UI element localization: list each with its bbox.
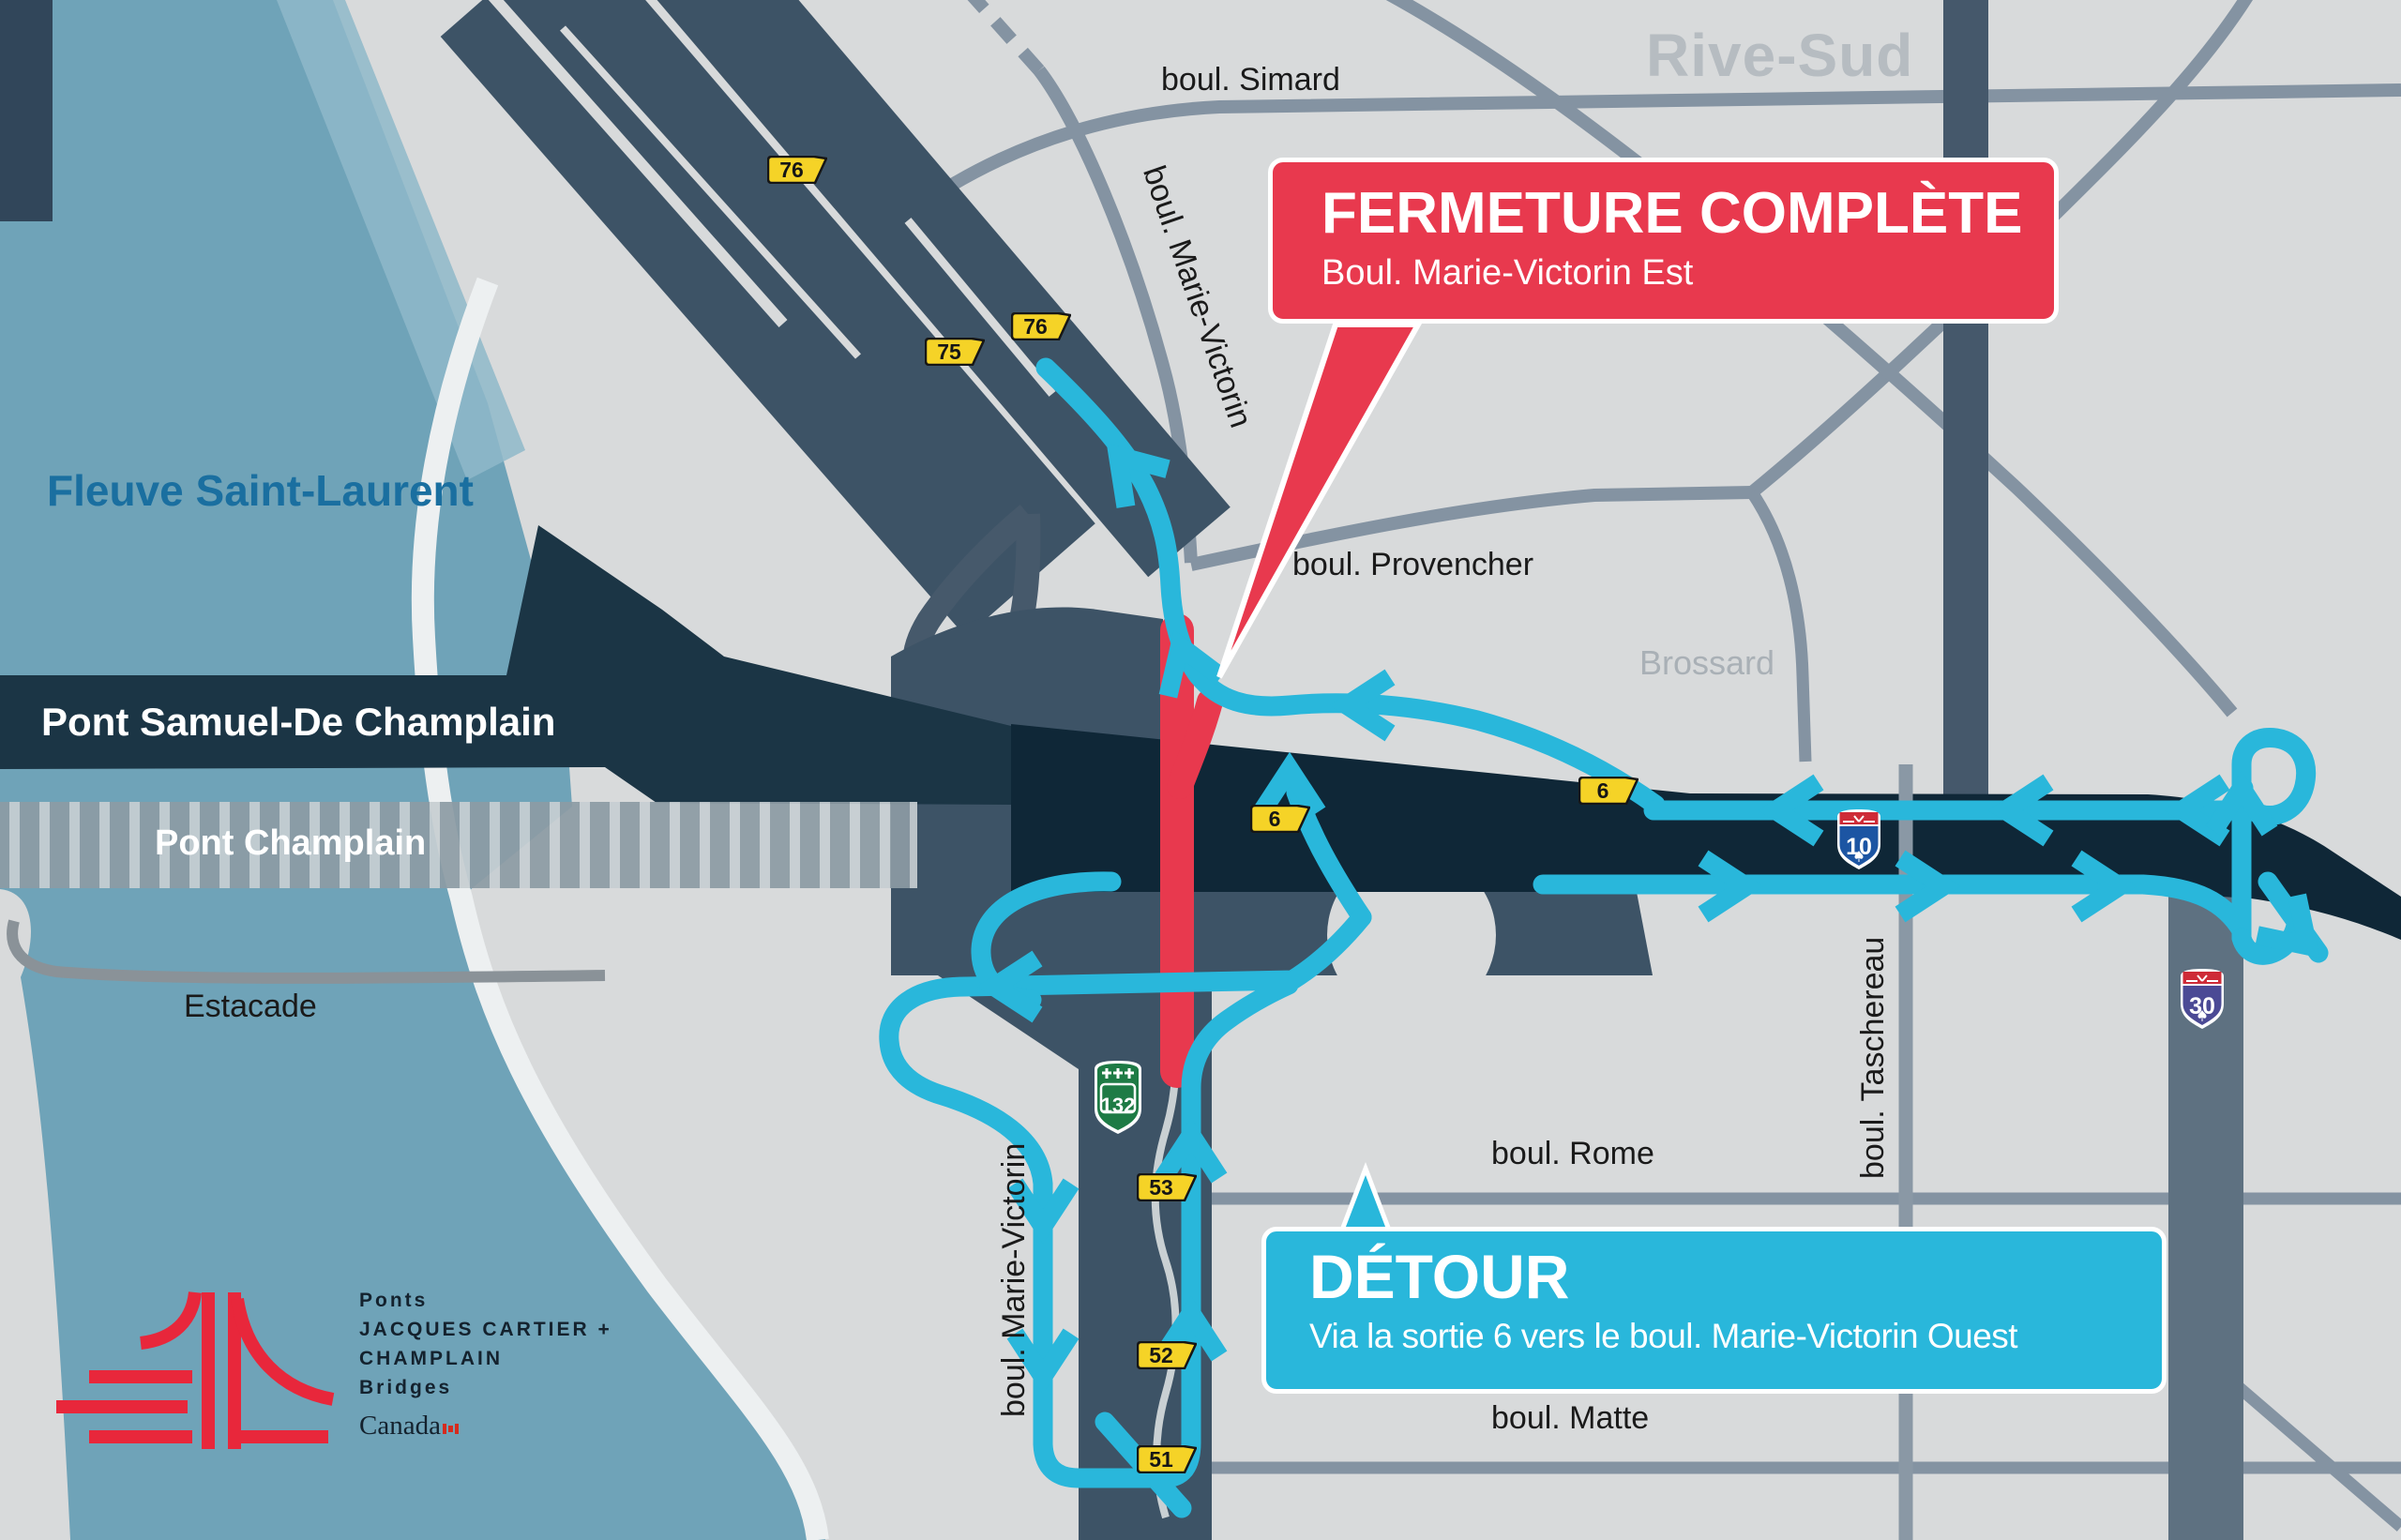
canada-wordmark: Canada bbox=[359, 1411, 612, 1442]
exit-tab-6-west: 6 bbox=[1250, 805, 1310, 833]
closure-title: FERMETURE COMPLÈTE bbox=[1321, 181, 2023, 246]
exit-tab-shape bbox=[767, 156, 827, 184]
detour-route bbox=[879, 357, 2329, 1518]
exit-tab-shape bbox=[1011, 312, 1071, 340]
river-water bbox=[0, 0, 829, 1540]
exit-tab-shape bbox=[1137, 1341, 1197, 1369]
bridge-samuel-de-champlain bbox=[0, 525, 1011, 805]
detour-subtitle: Via la sortie 6 vers le boul. Marie-Vict… bbox=[1309, 1317, 2018, 1356]
shield-autoroute-30: 30 bbox=[2178, 968, 2227, 1032]
jccbi-logo: Ponts JACQUES CARTIER + CHAMPLAIN Bridge… bbox=[359, 1287, 612, 1442]
shoreline bbox=[411, 277, 829, 1540]
label-estacade: Estacade bbox=[184, 989, 317, 1024]
exit-tab-52: 52 bbox=[1137, 1341, 1197, 1369]
logo-line1: JACQUES CARTIER + bbox=[359, 1319, 612, 1340]
shield-autoroute-10: 10 bbox=[1835, 808, 1883, 872]
shield-route-132: 132 bbox=[1091, 1060, 1145, 1135]
closure-pointer bbox=[1216, 322, 1424, 679]
jccbi-logo-icon bbox=[56, 1291, 335, 1449]
exit-tab-53: 53 bbox=[1137, 1173, 1197, 1201]
exit-tab-76-south: 76 bbox=[1011, 312, 1071, 340]
label-rome: boul. Rome bbox=[1491, 1136, 1654, 1171]
taschereau-corridor-north bbox=[1943, 0, 1988, 799]
exit-tab-shape bbox=[925, 338, 985, 366]
autoroute-shield-shape bbox=[1837, 809, 1880, 869]
autoroute-shield-shape bbox=[2181, 969, 2224, 1029]
label-taschereau: boul. Taschereau bbox=[1855, 936, 1891, 1180]
exit-tab-shape bbox=[1137, 1445, 1197, 1473]
label-bridge-samuel: Pont Samuel-De Champlain bbox=[41, 700, 556, 744]
logo-line3: Bridges bbox=[359, 1377, 453, 1398]
bridge-champlain-old bbox=[0, 802, 917, 888]
montreal-shore-road bbox=[0, 0, 53, 221]
exit-tab-6-east: 6 bbox=[1578, 777, 1638, 805]
exit-tab-75: 75 bbox=[925, 338, 985, 366]
a10-approach bbox=[440, 0, 1231, 638]
label-matte: boul. Matte bbox=[1491, 1400, 1650, 1436]
logo-line2: CHAMPLAIN bbox=[359, 1348, 503, 1369]
label-bridge-champlain: Pont Champlain bbox=[155, 823, 427, 863]
closed-segment bbox=[1160, 613, 1223, 1088]
label-river: Fleuve Saint-Laurent bbox=[47, 466, 474, 515]
estacade-structure bbox=[7, 919, 606, 984]
label-simard: boul. Simard bbox=[1161, 62, 1340, 98]
canada-flag-icon bbox=[442, 1424, 459, 1434]
loop-ramp-south bbox=[1327, 851, 1496, 1019]
exit-tab-shape bbox=[1137, 1173, 1197, 1201]
closure-subtitle: Boul. Marie-Victorin Est bbox=[1321, 253, 1694, 294]
exit-tab-shape bbox=[1250, 805, 1310, 833]
label-provencher: boul. Provencher bbox=[1292, 547, 1534, 582]
exit-tab-76-north: 76 bbox=[767, 156, 827, 184]
street-provencher bbox=[1189, 486, 1753, 571]
label-region: Rive-Sud bbox=[1646, 22, 1914, 89]
exit-tab-51: 51 bbox=[1137, 1445, 1197, 1473]
label-city: Brossard bbox=[1639, 643, 1775, 682]
exit-tab-shape bbox=[1578, 777, 1638, 805]
label-marie-victorin-bottom: boul. Marie-Victorin bbox=[996, 1142, 1032, 1418]
closure-callout: FERMETURE COMPLÈTE Boul. Marie-Victorin … bbox=[1268, 158, 2059, 324]
detour-title: DÉTOUR bbox=[1309, 1242, 1570, 1311]
route-shield-shape bbox=[1095, 1061, 1141, 1134]
logo-ponts: Ponts bbox=[359, 1290, 429, 1311]
detour-callout: DÉTOUR Via la sortie 6 vers le boul. Mar… bbox=[1261, 1227, 2167, 1394]
